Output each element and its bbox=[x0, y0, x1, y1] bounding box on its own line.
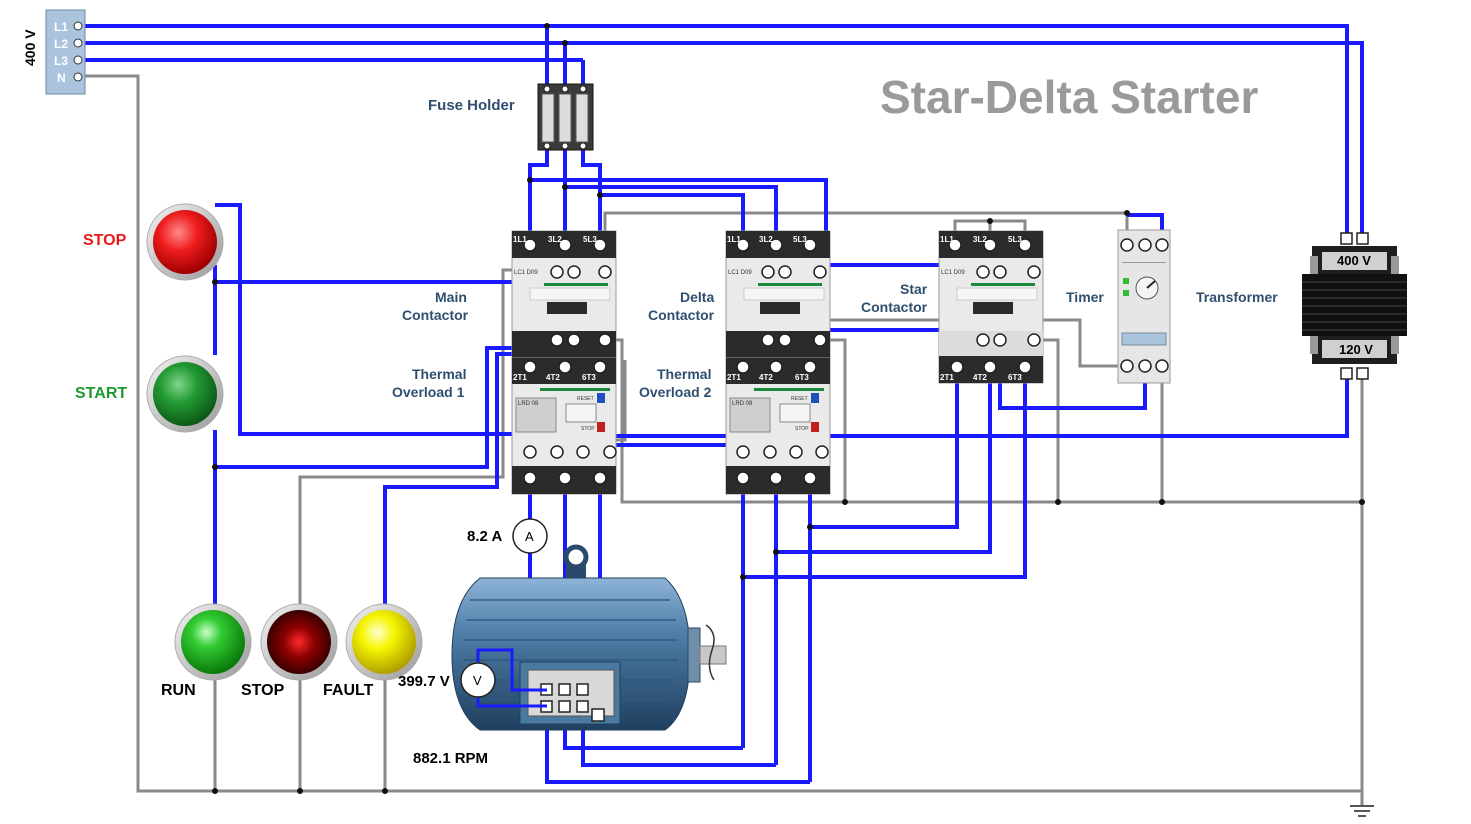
star-term-2: 2T1 bbox=[940, 373, 954, 382]
delta-term-5: 5L3 bbox=[793, 235, 807, 244]
voltmeter-symbol: V bbox=[473, 673, 482, 688]
start-button-label: START bbox=[75, 385, 127, 402]
motor bbox=[451, 544, 727, 731]
thermal-overload-2-label-2: Overload 2 bbox=[639, 384, 712, 400]
transformer-secondary: 120 V bbox=[1339, 342, 1373, 357]
main-term-5: 5L3 bbox=[583, 235, 597, 244]
star-term-3: 3L2 bbox=[973, 235, 987, 244]
overload-1-stop: STOP bbox=[581, 426, 595, 432]
stop-button-label: STOP bbox=[83, 232, 127, 249]
ol2-term-2: 2T1 bbox=[727, 373, 741, 382]
voltage-reading: 399.7 V bbox=[398, 673, 450, 690]
transformer-primary: 400 V bbox=[1337, 253, 1371, 268]
terminal-l2: L2 bbox=[54, 37, 68, 51]
ol1-term-4: 4T2 bbox=[546, 373, 560, 382]
thermal-overload-1-label-2: Overload 1 bbox=[392, 384, 465, 400]
delta-term-1: 1L1 bbox=[727, 235, 741, 244]
voltmeter: V bbox=[460, 648, 547, 708]
overload-1-model: LRD 08 bbox=[518, 401, 539, 407]
star-contactor: LC1 D09 1L1 3L2 5L3 2T1 4T2 6T3 bbox=[938, 230, 1044, 384]
main-contactor-model: LC1 D09 bbox=[514, 270, 538, 276]
ol1-term-6: 6T3 bbox=[582, 373, 596, 382]
star-term-6: 6T3 bbox=[1008, 373, 1022, 382]
fuse-holder bbox=[537, 83, 594, 151]
overload-2-model: LRD 08 bbox=[732, 401, 753, 407]
star-term-1: 1L1 bbox=[940, 235, 954, 244]
terminal-n: N bbox=[57, 71, 66, 85]
current-reading: 8.2 A bbox=[467, 528, 502, 545]
thermal-overload-1: LRD 08 RESET STOP 2T1 4T2 6T3 bbox=[511, 357, 617, 495]
delta-contactor-model: LC1 D09 bbox=[728, 270, 752, 276]
run-lamp bbox=[174, 603, 252, 681]
junction-dots bbox=[212, 23, 1365, 794]
star-contactor-label-1: Star bbox=[900, 281, 928, 297]
thermal-overload-1-label-1: Thermal bbox=[412, 366, 466, 382]
diagram-title: Star-Delta Starter bbox=[880, 71, 1258, 123]
transformer-label: Transformer bbox=[1196, 289, 1278, 305]
ol1-term-2: 2T1 bbox=[513, 373, 527, 382]
stop-pushbutton[interactable] bbox=[146, 203, 224, 281]
ol2-term-6: 6T3 bbox=[795, 373, 809, 382]
overload-2-reset: RESET bbox=[791, 396, 808, 402]
overload-2-stop: STOP bbox=[795, 426, 809, 432]
main-contactor-label-1: Main bbox=[435, 289, 467, 305]
stop-lamp bbox=[260, 603, 338, 681]
fault-lamp-label: FAULT bbox=[323, 682, 374, 699]
transformer: 400 V 120 V bbox=[1302, 232, 1407, 380]
main-term-1: 1L1 bbox=[513, 235, 527, 244]
terminal-l3: L3 bbox=[54, 54, 68, 68]
main-term-3: 3L2 bbox=[548, 235, 562, 244]
main-contactor-label-2: Contactor bbox=[402, 307, 469, 323]
star-term-5: 5L3 bbox=[1008, 235, 1022, 244]
supply-terminal: L1 L2 L3 N 400 V bbox=[22, 9, 86, 95]
ground-symbol bbox=[1350, 805, 1374, 817]
delta-term-3: 3L2 bbox=[759, 235, 773, 244]
star-contactor-label-2: Contactor bbox=[861, 299, 928, 315]
fault-lamp bbox=[345, 603, 423, 681]
delta-contactor: LC1 D09 1L1 3L2 5L3 bbox=[725, 230, 831, 359]
delta-contactor-label-2: Contactor bbox=[648, 307, 715, 323]
terminal-l1: L1 bbox=[54, 20, 68, 34]
fuse-holder-label: Fuse Holder bbox=[428, 97, 515, 114]
ammeter-symbol: A bbox=[525, 529, 534, 544]
delta-contactor-label-1: Delta bbox=[680, 289, 714, 305]
star-term-4: 4T2 bbox=[973, 373, 987, 382]
motor-speed-reading: 882.1 RPM bbox=[413, 750, 488, 767]
run-lamp-label: RUN bbox=[161, 682, 196, 699]
ol2-term-4: 4T2 bbox=[759, 373, 773, 382]
thermal-overload-2-label-1: Thermal bbox=[657, 366, 711, 382]
overload-1-reset: RESET bbox=[577, 396, 594, 402]
thermal-overload-2: LRD 08 RESET STOP 2T1 4T2 6T3 bbox=[725, 357, 831, 495]
stop-lamp-label: STOP bbox=[241, 682, 285, 699]
supply-voltage-label: 400 V bbox=[22, 29, 38, 66]
star-contactor-model: LC1 D09 bbox=[941, 270, 965, 276]
timer-relay bbox=[1117, 229, 1171, 384]
main-contactor: LC1 D09 1L1 3L2 5L3 bbox=[511, 230, 617, 359]
ammeter: A bbox=[512, 518, 548, 554]
timer-label: Timer bbox=[1066, 289, 1104, 305]
start-pushbutton[interactable] bbox=[146, 355, 224, 433]
